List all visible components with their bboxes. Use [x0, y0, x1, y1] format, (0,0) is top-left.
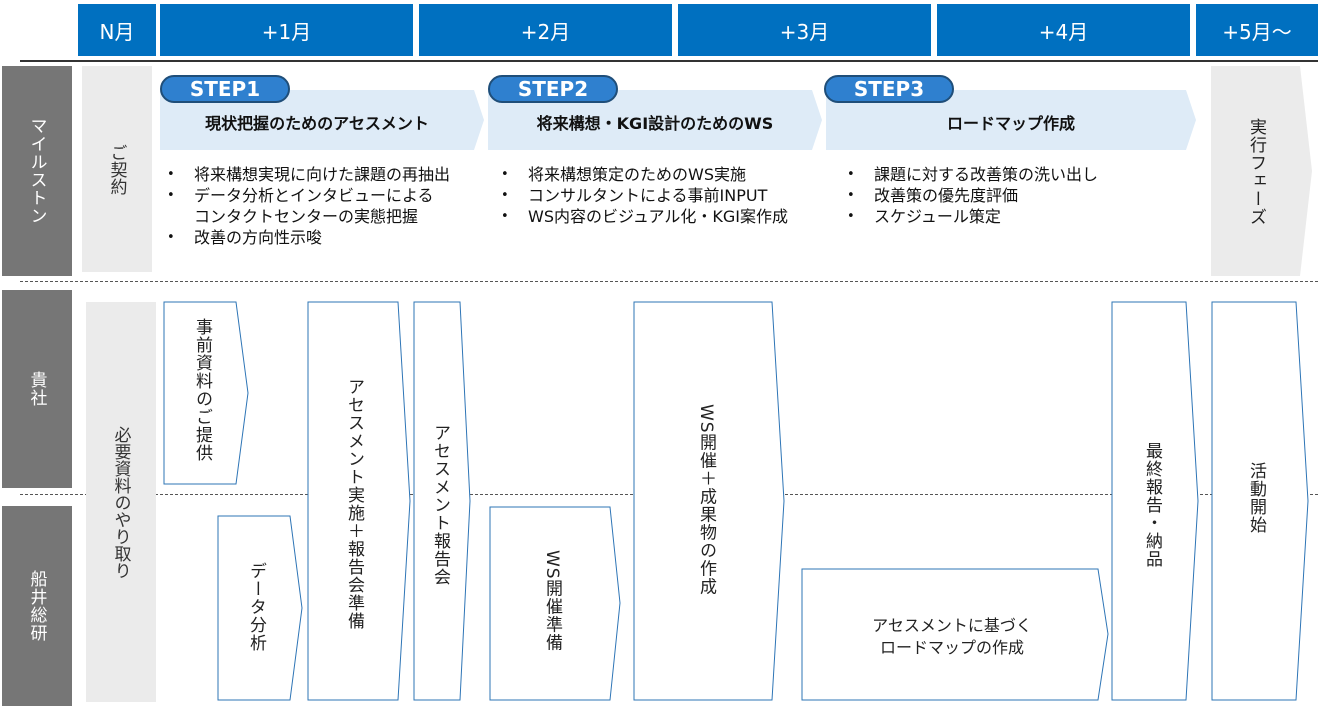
header-underline: [20, 60, 1318, 62]
header-month-plus2: +2月: [419, 4, 672, 56]
assessment-report-label: アセスメント報告会: [430, 424, 450, 586]
list-item: 将来構想策定のためのWS実施: [494, 164, 828, 185]
ws-deliverables-label: WS開催＋成果物の作成: [696, 404, 716, 596]
step3-bullets: 課題に対する改善策の洗い出し 改善策の優先度評価 スケジュール策定: [840, 164, 1180, 227]
step1-band: [160, 90, 484, 150]
pre-materials-label: 事前資料のご提供: [192, 318, 212, 462]
list-item: 改善策の優先度評価: [840, 185, 1180, 206]
row-label-client: 貴社: [2, 290, 72, 488]
execution-phase-label: 実行フェーズ: [1246, 118, 1266, 226]
materials-exchange-bar: 必要資料のやり取り: [86, 302, 156, 702]
roadmap-box: [801, 568, 1109, 701]
pre-materials-box: [163, 301, 249, 485]
execution-phase-chevron: [1211, 66, 1312, 276]
roadmap-label: アセスメントに基づく ロードマップの作成: [872, 616, 1032, 657]
header-month-n: N月: [78, 4, 156, 56]
assessment-prep-label: アセスメント実施＋報告会準備: [344, 378, 364, 630]
step1-pill: STEP1: [160, 75, 290, 103]
assessment-prep-box: [307, 301, 411, 701]
row-label-milestone: マイルストン: [2, 66, 72, 276]
header-month-plus4: +4月: [937, 4, 1190, 56]
ws-prep-label: WS開催準備: [542, 550, 562, 652]
milestone-divider: [20, 281, 1318, 282]
list-item: WS内容のビジュアル化・KGI案作成: [494, 206, 828, 227]
assessment-report-box: [413, 301, 471, 701]
activity-start-label: 活動開始: [1246, 462, 1266, 534]
step3-band: [826, 90, 1196, 150]
data-analysis-label: データ分析: [246, 562, 266, 652]
list-item: スケジュール策定: [840, 206, 1180, 227]
list-item: 将来構想実現に向けた課題の再抽出: [160, 164, 490, 185]
activity-start-box: [1211, 301, 1309, 701]
step1-title: 現状把握のためのアセスメント: [205, 114, 429, 133]
data-analysis-box: [217, 515, 303, 701]
header-month-plus1: +1月: [160, 4, 413, 56]
list-item: 課題に対する改善策の洗い出し: [840, 164, 1180, 185]
list-item: 改善の方向性示唆: [160, 227, 490, 248]
step2-title: 将来構想・KGI設計のためのWS: [536, 114, 774, 133]
header-month-plus3: +3月: [678, 4, 931, 56]
ws-prep-box: [489, 506, 621, 701]
header-month-plus5: +5月～: [1196, 4, 1318, 56]
list-item: データ分析とインタビューによる コンタクトセンターの実態把握: [160, 185, 490, 227]
row-label-funai: 船井総研: [2, 506, 72, 706]
contract-cell: ご契約: [82, 66, 152, 272]
ws-deliverables-box: [633, 301, 785, 701]
final-report-label: 最終報告・納品: [1142, 442, 1162, 568]
list-item: コンサルタントによる事前INPUT: [494, 185, 828, 206]
step3-title: ロードマップ作成: [946, 114, 1075, 133]
step2-band: [488, 90, 822, 150]
final-report-box: [1111, 301, 1199, 701]
step3-pill: STEP3: [824, 75, 954, 103]
step2-bullets: 将来構想策定のためのWS実施 コンサルタントによる事前INPUT WS内容のビジ…: [494, 164, 828, 227]
step2-pill: STEP2: [488, 75, 618, 103]
step1-bullets: 将来構想実現に向けた課題の再抽出 データ分析とインタビューによる コンタクトセン…: [160, 164, 490, 248]
